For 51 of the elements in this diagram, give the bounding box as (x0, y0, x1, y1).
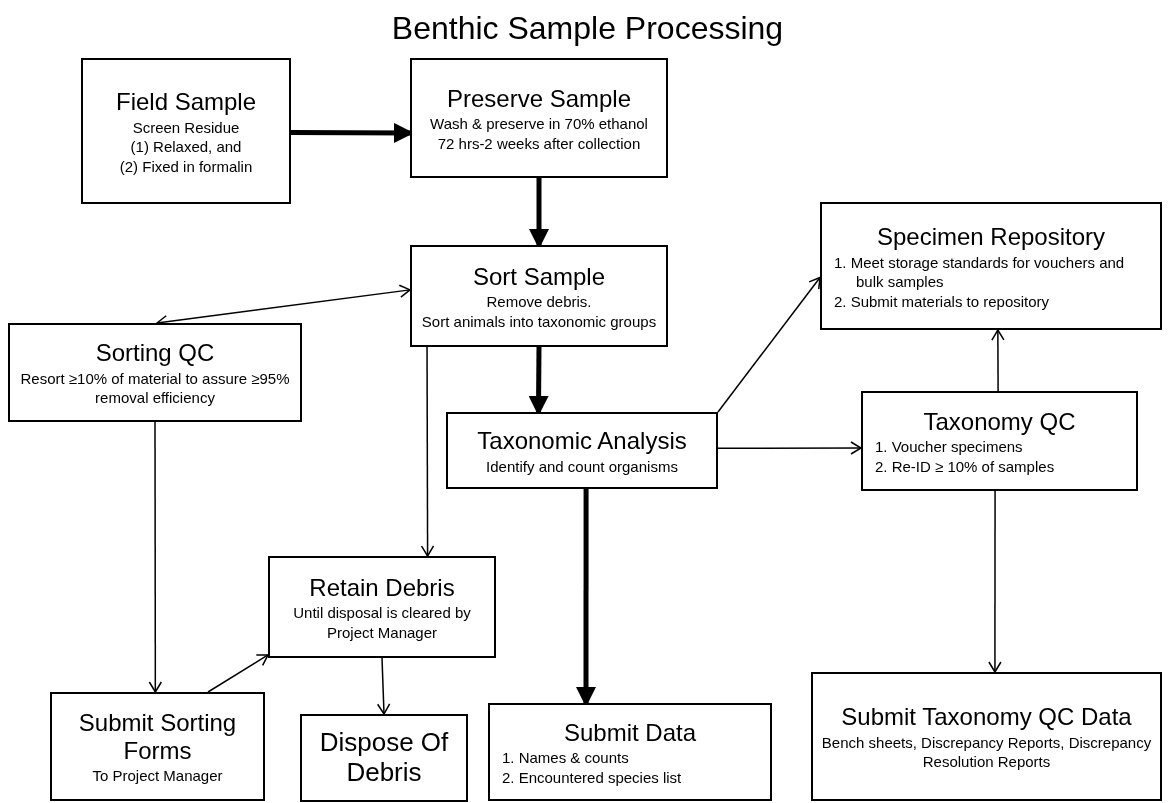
box-description: (1) Relaxed, and (130, 137, 242, 157)
process-box (300, 714, 468, 802)
arrow (207, 654, 269, 693)
box-heading: Field Sample (115, 87, 257, 116)
box-heading: Preserve Sample (446, 84, 632, 113)
box-heading: Retain Debris (309, 573, 455, 602)
arrow (420, 346, 435, 557)
process-box (81, 58, 291, 204)
process-box (446, 412, 718, 489)
box-heading: Taxonomic Analysis (477, 426, 687, 455)
arrow (991, 329, 1005, 392)
list-item: 1. Meet storage standards for vouchers and bulk samples (833, 252, 1126, 292)
arrow (988, 490, 1002, 673)
box-description: Resort ≥10% of material to assure ≥95% removal efficiency (19, 368, 291, 408)
box-description: Wash & preserve in 70% ethanol (430, 114, 648, 134)
box-description: (2) Fixed in formalin (119, 156, 253, 177)
box-description: Bench sheets, Discrepancy Reports, Discrepancy Resolution Reports (821, 732, 1152, 772)
diagram-title: Benthic Sample Processing (390, 10, 785, 47)
box-description: Remove debris. (486, 292, 592, 312)
arrow (148, 421, 163, 693)
process-box (820, 202, 1162, 330)
process-box (268, 556, 496, 658)
box-heading: Sort Sample (472, 262, 606, 291)
box-heading: Submit Taxonomy QC Data (841, 703, 1132, 731)
box-heading: Dispose Of Debris (318, 728, 450, 788)
box-heading: Sorting QC (95, 339, 215, 367)
box-description: To Project Manager (92, 766, 223, 786)
process-box (50, 692, 265, 801)
box-description: Screen Residue (132, 117, 240, 138)
list-item: 2. Encountered species list (501, 767, 683, 788)
list-item: 1. Names & counts (501, 748, 630, 768)
process-box (811, 672, 1162, 801)
process-box (410, 58, 668, 178)
box-description: Sort animals into taxonomic groups (421, 311, 657, 332)
box-description: 72 hrs-2 weeks after collection (437, 133, 641, 154)
box-heading: Specimen Repository (876, 222, 1106, 251)
list-item: 2. Submit materials to repository (833, 291, 1051, 312)
process-box (8, 323, 302, 422)
arrow (717, 441, 862, 455)
list-item: 2. Re-ID ≥ 10% of samples (874, 456, 1056, 477)
list-item: 1. Voucher specimens (874, 437, 1024, 457)
arrow (717, 276, 821, 413)
box-heading: Taxonomy QC (923, 407, 1076, 436)
box-heading: Submit Sorting Forms (77, 709, 238, 765)
process-box (861, 391, 1138, 491)
box-description: Identify and count organisms (486, 456, 678, 477)
process-box (488, 703, 772, 801)
arrow (376, 657, 391, 715)
process-box (410, 245, 668, 347)
box-description: Until disposal is cleared by Project Manager (292, 603, 472, 643)
box-heading: Submit Data (563, 718, 697, 747)
